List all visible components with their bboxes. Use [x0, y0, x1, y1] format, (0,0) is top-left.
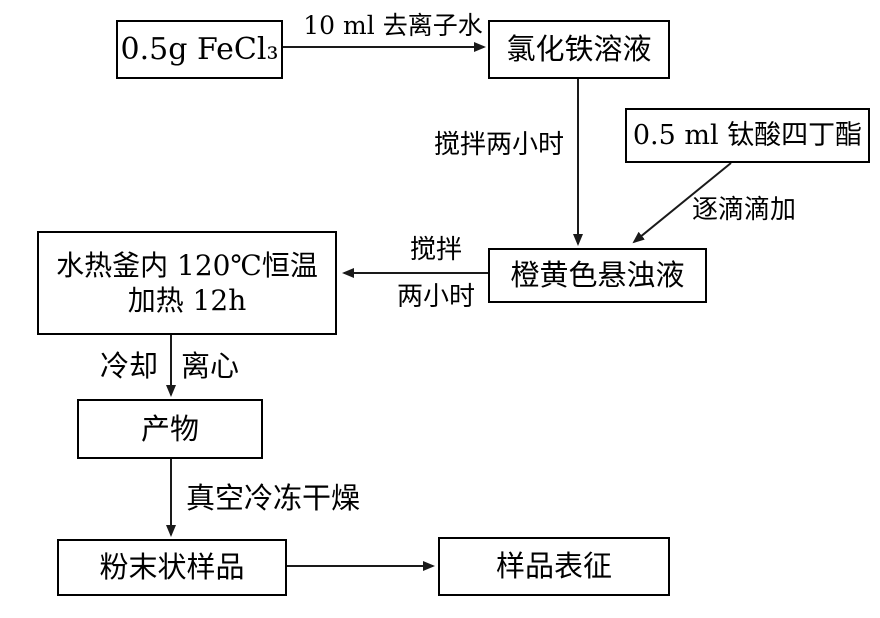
edge-label-cool: 冷却 — [99, 349, 158, 383]
edge-label-deionized-water: 10 ml 去离子水 — [303, 11, 483, 40]
node-iron-chloride-solution: 氯化铁溶液 — [488, 20, 670, 79]
edge-label-dropwise: 逐滴滴加 — [692, 195, 797, 225]
edge-label-stir-two-hours: 搅拌两小时 — [433, 130, 564, 160]
node-fecl3: 0.5g FeCl₃ — [116, 20, 283, 79]
node-kettle-line2: 加热 12h — [127, 284, 247, 317]
edge-label-centrifuge: 离心 — [181, 349, 240, 383]
node-product: 产物 — [77, 399, 263, 459]
node-kettle-line1: 水热釜内 120℃恒温 — [56, 249, 318, 282]
node-suspension: 橙黄色悬浊液 — [488, 248, 707, 303]
node-powder: 粉末状样品 — [57, 539, 287, 596]
node-titanate: 0.5 ml 钛酸四丁酯 — [625, 108, 870, 163]
edge-label-two-hours: 两小时 — [396, 282, 475, 312]
node-characterization: 样品表征 — [438, 537, 670, 596]
edge-label-stir: 搅拌 — [409, 235, 462, 265]
node-kettle: 水热釜内 120℃恒温 加热 12h — [37, 231, 337, 335]
edge-label-freeze-dry: 真空冷冻干燥 — [186, 481, 361, 515]
